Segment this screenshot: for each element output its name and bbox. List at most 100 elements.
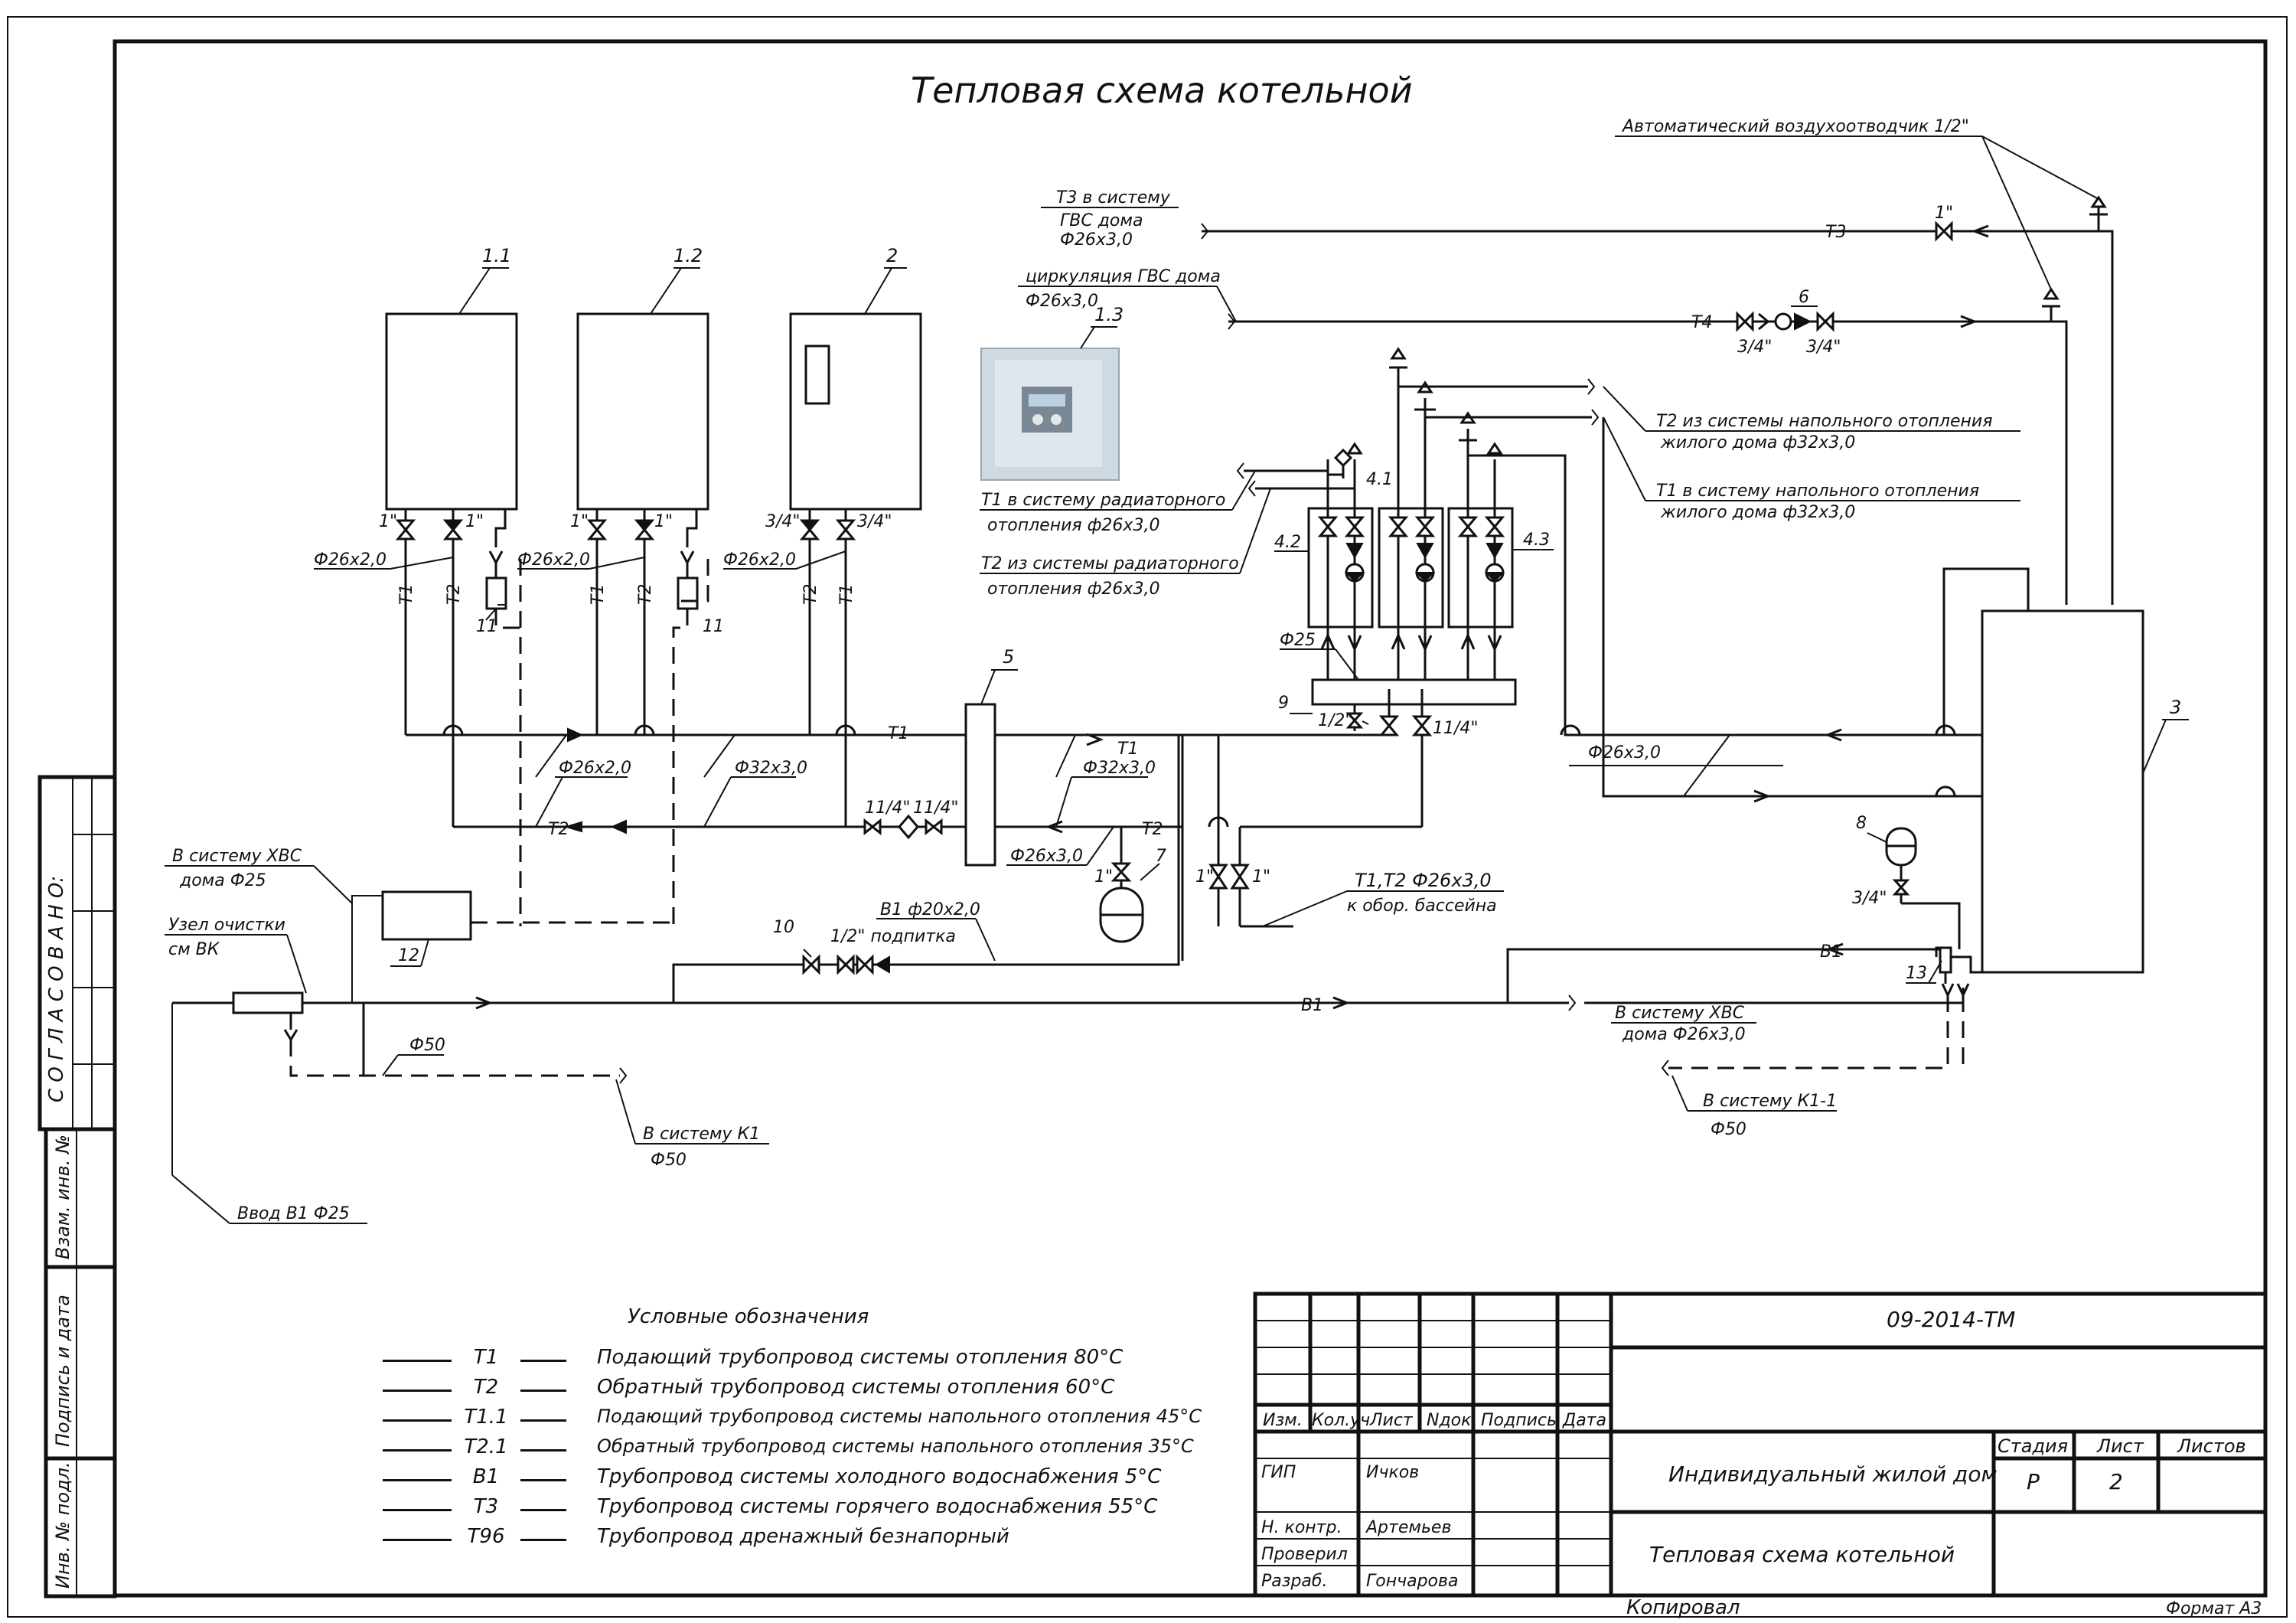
- pool-label: Т1,Т2 Ф26х3,0: [1355, 870, 1492, 891]
- stamp: [1253, 1292, 2268, 1598]
- stamp-col: Дата: [1562, 1411, 1606, 1430]
- drawing-title: Тепловая схема котельной: [911, 70, 1413, 111]
- dim-label: 11/4": [913, 798, 959, 818]
- floor-return-label: жилого дома ф32х3,0: [1660, 433, 1855, 452]
- pos-1-2: 1.2: [673, 245, 703, 266]
- boiler-1-1: [385, 312, 518, 511]
- xvs-out-label: В систему ХВС: [1615, 1004, 1745, 1023]
- valve-icon: [1816, 311, 1835, 332]
- valve-icon: [445, 521, 461, 531]
- outer-border: [7, 16, 2288, 1618]
- legend-line: [383, 1539, 452, 1541]
- stamp-col: Подпись: [1481, 1411, 1557, 1430]
- legend-code: Т1: [473, 1346, 499, 1369]
- pos-13: 13: [1906, 964, 1927, 983]
- valve-icon: [856, 954, 874, 975]
- manifold-9: [1311, 678, 1517, 706]
- cold-in-label: дома Ф25: [179, 871, 266, 890]
- main-headers: [406, 724, 1182, 834]
- valve-icon: [1736, 311, 1754, 332]
- valve-icon: [802, 521, 817, 531]
- pump-group-internals: [1317, 367, 1505, 680]
- dim-label: 3/4": [1852, 889, 1887, 908]
- pump-group-4-1: [1378, 507, 1444, 629]
- pipe-label-t2: Т2: [445, 584, 464, 605]
- dim-label: Ф32х3,0: [735, 759, 807, 778]
- dim-label: Ф32х3,0: [1083, 759, 1156, 778]
- dim-label: 1/2": [1318, 711, 1353, 730]
- pos-11: 11: [703, 617, 724, 636]
- legend-line: [383, 1479, 452, 1481]
- legend-row: Т2.1 Обратный трубопровод системы напольн…: [383, 1435, 1247, 1463]
- pos-12: 12: [398, 946, 419, 965]
- pipe-label-b1: В1: [1301, 996, 1323, 1015]
- pos-9: 9: [1278, 694, 1289, 713]
- dhw-circ-label: циркуляция ГВС дома: [1026, 267, 1221, 286]
- valve-icon: [1110, 862, 1132, 882]
- air-vent-icon: [2043, 287, 2060, 300]
- side-strip: С О Г Л А С О В А Н О: Взам. инв. № Подп…: [38, 775, 117, 1599]
- dim-label: 11/4": [1433, 719, 1479, 738]
- valve-icon: [1378, 715, 1400, 736]
- legend-code: Т2.1: [464, 1435, 508, 1458]
- legend-text: Трубопровод системы горячего водоснабжен…: [597, 1495, 1158, 1518]
- rad-return-label: Т2 из системы радиаторного: [981, 554, 1239, 573]
- leader: [1080, 326, 1095, 349]
- pipe-label-t1: Т1: [888, 724, 908, 743]
- legend-line: [520, 1449, 566, 1452]
- dim-label: 1": [465, 512, 484, 531]
- k1-label: В систему К1: [643, 1125, 760, 1144]
- dhw-label: ГВС дома: [1060, 211, 1143, 230]
- dim-label: Ф26х2,0: [314, 550, 386, 570]
- floor-return-label: Т2 из системы напольного отопления: [1656, 412, 1992, 431]
- pump-group-4-3: [1447, 507, 1514, 629]
- pos-3: 3: [2170, 697, 2181, 718]
- rad-supply-label: Т1 в систему радиаторного: [981, 491, 1225, 510]
- dim-label: Ф26х3,0: [1588, 743, 1661, 763]
- pipe-label-t4: Т4: [1691, 313, 1712, 332]
- filter-label: Узел очистки: [168, 916, 285, 935]
- expansion-vessel-8: [1885, 827, 1961, 949]
- valve-icon: [1414, 516, 1436, 537]
- dim-label: Ф26х2,0: [559, 759, 631, 778]
- dim-label: 1": [570, 512, 589, 531]
- pos-8: 8: [1856, 814, 1867, 833]
- vzam-label: Взам. инв. №: [52, 1135, 73, 1259]
- stamp-object: Индивидуальный жилой дом: [1668, 1461, 1998, 1487]
- valve-icon: [835, 519, 856, 540]
- legend-line: [520, 1419, 566, 1422]
- valve-icon: [395, 519, 416, 540]
- pos-1-1: 1.1: [482, 245, 511, 266]
- stamp-name: Ичков: [1366, 1463, 1419, 1482]
- xvs-out-label: дома Ф26х3,0: [1622, 1025, 1746, 1044]
- stamp-role: Разраб.: [1261, 1572, 1327, 1591]
- legend-line: [520, 1390, 566, 1392]
- legend-code: Т3: [473, 1495, 499, 1518]
- strainer-icon: [898, 814, 919, 840]
- legend: Условные обозначения: [628, 1305, 869, 1328]
- valve-icon: [863, 818, 882, 836]
- stamp-col: Изм.: [1263, 1411, 1303, 1430]
- stamp-col: Nдок.: [1427, 1411, 1476, 1430]
- legend-text: Подающий трубопровод системы напольного …: [597, 1406, 1202, 1427]
- valve-icon: [925, 818, 943, 836]
- filter-label: см ВК: [168, 940, 220, 959]
- legend-text: Обратный трубопровод системы напольного …: [597, 1435, 1194, 1457]
- podpis-label: Подпись и дата: [52, 1295, 73, 1447]
- legend-line: [383, 1449, 452, 1452]
- valve-icon: [1457, 516, 1479, 537]
- pipe-label-t2: Т2: [548, 820, 569, 839]
- stamp-stage: Р: [2027, 1469, 2040, 1494]
- filter-unit: [232, 991, 304, 1014]
- inv-label: Инв. № подл.: [52, 1461, 73, 1589]
- stamp-sheets-label: Листов: [2177, 1435, 2246, 1457]
- controller-1-3: [980, 348, 1120, 481]
- leader: [864, 267, 892, 315]
- pipe-label-t1: Т1: [1117, 740, 1138, 759]
- pos-2: 2: [886, 245, 898, 266]
- stamp-name: Гончарова: [1366, 1572, 1458, 1591]
- legend-line: [383, 1509, 452, 1511]
- legend-line: [520, 1539, 566, 1541]
- agreed-label: С О Г Л А С О В А Н О:: [45, 876, 68, 1102]
